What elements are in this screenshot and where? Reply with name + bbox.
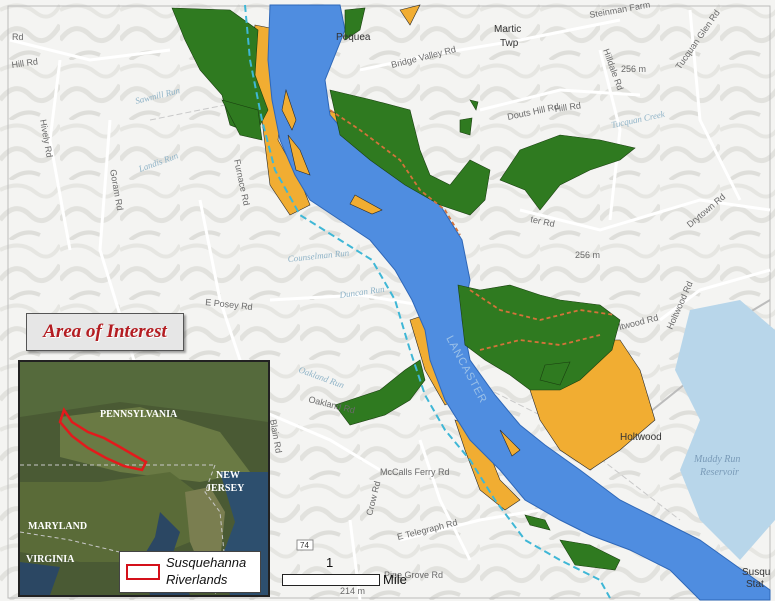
green-land-parcels — [171, 7, 636, 571]
legend-swatch-riverlands — [126, 564, 160, 580]
elevation-label: 256 m — [621, 64, 646, 74]
elevation-label: 214 m — [340, 586, 365, 596]
area-of-interest-title: Area of Interest — [43, 321, 167, 342]
place-pequea: Pequea — [336, 32, 371, 43]
place-stat: Stat — [746, 579, 764, 590]
scale-bar — [282, 574, 380, 586]
riverlands-outline — [58, 407, 148, 472]
map-frame — [7, 5, 771, 599]
river-islands — [281, 88, 521, 457]
inset-locator-map[interactable]: PENNSYLVANIA NEW JERSEY MARYLAND VIRGINI… — [18, 360, 270, 597]
place-martic: Martic — [494, 24, 521, 35]
scale-unit: Mile — [383, 572, 407, 587]
inset-label-new: NEW — [216, 470, 240, 481]
county-boundary — [244, 4, 611, 599]
elevation-label: 256 m — [575, 250, 600, 260]
road-label: Pine Grove Rd — [384, 570, 443, 580]
place-susqu: Susqu — [742, 567, 770, 578]
reservoir-label-line2: Reservoir — [699, 467, 739, 478]
highway-shield — [296, 539, 314, 551]
inset-label-pennsylvania: PENNSYLVANIA — [100, 409, 178, 420]
legend-line1: Susquehanna — [166, 555, 247, 570]
place-twp: Twp — [500, 38, 519, 49]
legend: Susquehanna Riverlands — [119, 551, 261, 593]
reservoir-label-line1: Muddy Run — [693, 454, 740, 465]
road-label: Hill Rd — [11, 56, 39, 70]
inset-label-virginia: VIRGINIA — [26, 554, 75, 565]
legend-line2: Riverlands — [166, 572, 228, 587]
road-label: McCalls Ferry Rd — [380, 467, 450, 477]
legend-text: Susquehanna Riverlands — [166, 554, 246, 588]
trail-network — [329, 109, 616, 351]
road-label: Hill Rd — [554, 100, 582, 114]
place-holtwood: Holtwood — [620, 432, 662, 443]
inset-label-maryland: MARYLAND — [28, 521, 87, 532]
highway-shield-number: 74 — [300, 541, 309, 550]
muddy-run-reservoir — [675, 300, 775, 560]
inset-label-jersey: JERSEY — [206, 483, 245, 494]
road-label: Rd — [12, 32, 24, 42]
scale-value: 1 — [326, 555, 334, 570]
area-of-interest-box: Area of Interest — [26, 313, 184, 351]
road-label: ter Rd — [530, 214, 556, 229]
road-label: E Posey Rd — [205, 297, 253, 312]
